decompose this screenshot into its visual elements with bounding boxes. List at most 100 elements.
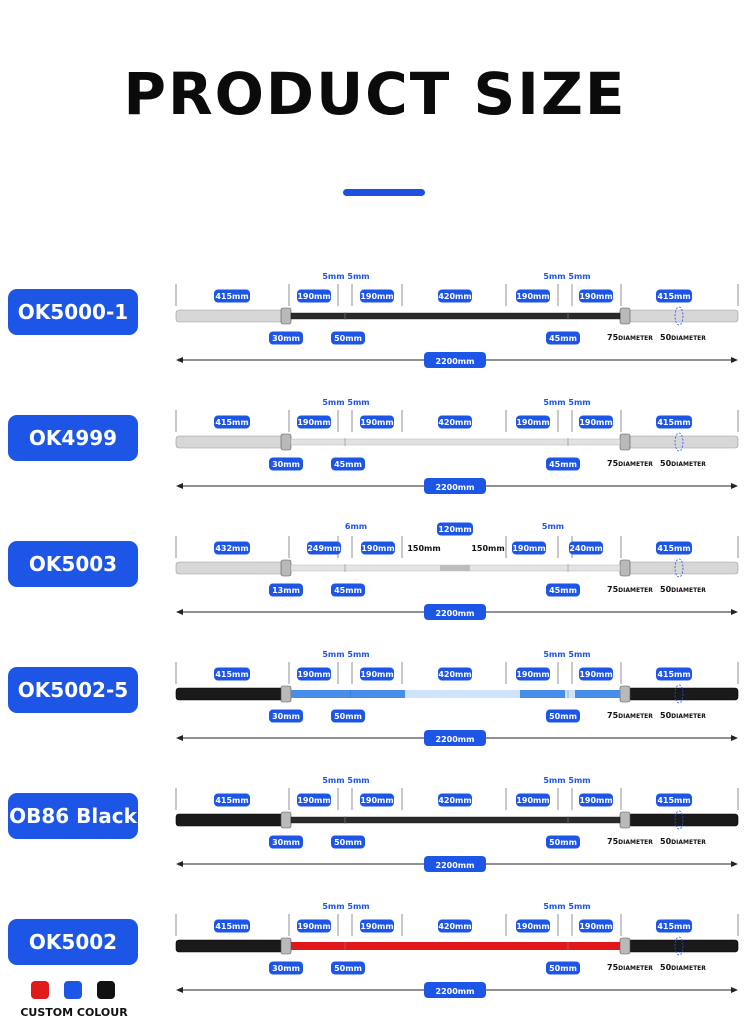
svg-text:45mm: 45mm [549, 460, 577, 469]
diameter-75: 75DIAMETER [607, 459, 653, 468]
dim-pill: 190mm [297, 289, 331, 303]
left-collar [280, 559, 292, 577]
diameter-marker [674, 306, 684, 326]
total-length-pill: 2200mm [424, 730, 486, 746]
model-button[interactable]: OK4999 [8, 415, 138, 461]
small-dim-label: 5mm 5mm [322, 650, 369, 659]
diameter-marker [674, 432, 684, 452]
svg-text:420mm: 420mm [438, 292, 471, 301]
center-dim-pill: 120mm [437, 522, 473, 536]
dim-pill: 50mm [546, 709, 580, 723]
dim-pill: 415mm [214, 667, 250, 681]
left-collar [280, 685, 292, 703]
swatch-black[interactable] [97, 981, 115, 999]
svg-text:50mm: 50mm [549, 838, 577, 847]
model-button[interactable]: OB86 Black [8, 793, 138, 839]
dim-pill: 190mm [361, 541, 395, 555]
diameter-50: 50DIAMETER [660, 459, 706, 468]
dim-pill: 190mm [579, 667, 613, 681]
shaft [290, 816, 621, 824]
svg-text:190mm: 190mm [297, 418, 330, 427]
dim-pill: 190mm [579, 919, 613, 933]
swatch-red[interactable] [31, 981, 49, 999]
dim-pill: 50mm [331, 331, 365, 345]
left-sleeve [175, 687, 285, 701]
custom-colour-label: CUSTOM COLOUR [20, 1006, 128, 1019]
barbell [175, 432, 739, 452]
dim-pill: 190mm [579, 793, 613, 807]
dim-pill: 190mm [516, 793, 550, 807]
dim-pill: 190mm [579, 415, 613, 429]
svg-text:2200mm: 2200mm [436, 609, 475, 618]
dim-pill: 190mm [297, 667, 331, 681]
barbell [175, 936, 739, 956]
dim-pill: 190mm [297, 793, 331, 807]
dim-pill: 249mm [307, 541, 341, 555]
diameter-50: 50DIAMETER [660, 711, 706, 720]
svg-text:415mm: 415mm [657, 418, 690, 427]
diameter-75: 75DIAMETER [607, 837, 653, 846]
svg-text:415mm: 415mm [215, 922, 248, 931]
small-dim-label: 5mm 5mm [322, 272, 369, 281]
dim-pill: 50mm [331, 961, 365, 975]
right-collar [619, 307, 631, 325]
model-button[interactable]: OK5002-5 [8, 667, 138, 713]
left-collar [280, 811, 292, 829]
swatch-blue[interactable] [64, 981, 82, 999]
small-dim-label: 5mm 5mm [322, 398, 369, 407]
dim-pill: 190mm [360, 415, 394, 429]
model-button[interactable]: OK5000-1 [8, 289, 138, 335]
diameter-marker [674, 684, 684, 704]
right-collar [619, 685, 631, 703]
dim-pill: 415mm [656, 289, 692, 303]
dim-pill: 432mm [214, 541, 250, 555]
dim-pill: 190mm [512, 541, 546, 555]
diameter-50: 50DIAMETER [660, 963, 706, 972]
svg-text:50mm: 50mm [549, 964, 577, 973]
svg-text:190mm: 190mm [297, 922, 330, 931]
svg-text:190mm: 190mm [579, 292, 612, 301]
dim-pill: 415mm [656, 919, 692, 933]
model-button[interactable]: OK5002 [8, 919, 138, 965]
svg-text:2200mm: 2200mm [436, 357, 475, 366]
svg-text:50mm: 50mm [334, 964, 362, 973]
model-button[interactable]: OK5003 [8, 541, 138, 587]
diameter-50: 50DIAMETER [660, 333, 706, 342]
small-dim-label: 6mm [345, 522, 367, 531]
svg-text:190mm: 190mm [516, 922, 549, 931]
svg-text:30mm: 30mm [272, 964, 300, 973]
dim-pill: 45mm [546, 331, 580, 345]
barbell [175, 810, 739, 830]
right-collar [619, 559, 631, 577]
dim-pill: 50mm [546, 961, 580, 975]
svg-text:2200mm: 2200mm [436, 735, 475, 744]
dim-label: 150mm [471, 544, 504, 553]
svg-text:432mm: 432mm [215, 544, 248, 553]
svg-text:45mm: 45mm [549, 334, 577, 343]
center-knurl [440, 565, 470, 571]
left-sleeve [175, 813, 285, 827]
left-sleeve [175, 561, 285, 575]
shaft [291, 690, 620, 698]
svg-text:415mm: 415mm [657, 544, 690, 553]
svg-text:190mm: 190mm [297, 796, 330, 805]
svg-text:30mm: 30mm [272, 838, 300, 847]
svg-text:30mm: 30mm [272, 334, 300, 343]
barbell [175, 684, 739, 704]
svg-text:2200mm: 2200mm [436, 987, 475, 996]
svg-text:50mm: 50mm [334, 838, 362, 847]
small-dim-label: 5mm 5mm [543, 902, 590, 911]
diameter-75: 75DIAMETER [607, 963, 653, 972]
svg-text:45mm: 45mm [334, 460, 362, 469]
svg-text:415mm: 415mm [657, 922, 690, 931]
left-sleeve [175, 435, 285, 449]
dim-pill: 415mm [214, 289, 250, 303]
diameter-marker [674, 810, 684, 830]
dim-pill: 190mm [360, 919, 394, 933]
svg-text:240mm: 240mm [569, 544, 602, 553]
dim-pill: 415mm [214, 793, 250, 807]
total-length-pill: 2200mm [424, 982, 486, 998]
small-dim-label: 5mm 5mm [543, 398, 590, 407]
svg-text:420mm: 420mm [438, 922, 471, 931]
